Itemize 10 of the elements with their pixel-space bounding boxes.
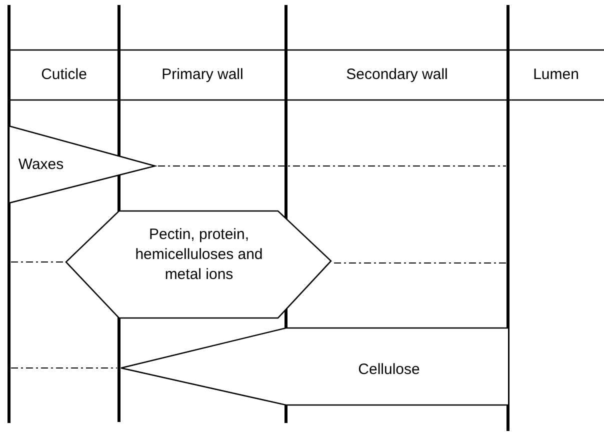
wedge-band-shape xyxy=(119,327,509,407)
wedge-shape xyxy=(9,125,156,204)
component-label: Cellulose xyxy=(357,360,421,380)
column-heading: Lumen xyxy=(533,66,579,83)
hexagon-shape xyxy=(66,211,332,319)
column-heading: Primary wall xyxy=(162,66,244,83)
column-heading: Cuticle xyxy=(41,66,87,83)
component-label: Pectin, protein, hemicelluloses and metal ions xyxy=(134,225,264,285)
component-label: Waxes xyxy=(17,155,65,175)
column-heading: Secondary wall xyxy=(346,66,448,83)
